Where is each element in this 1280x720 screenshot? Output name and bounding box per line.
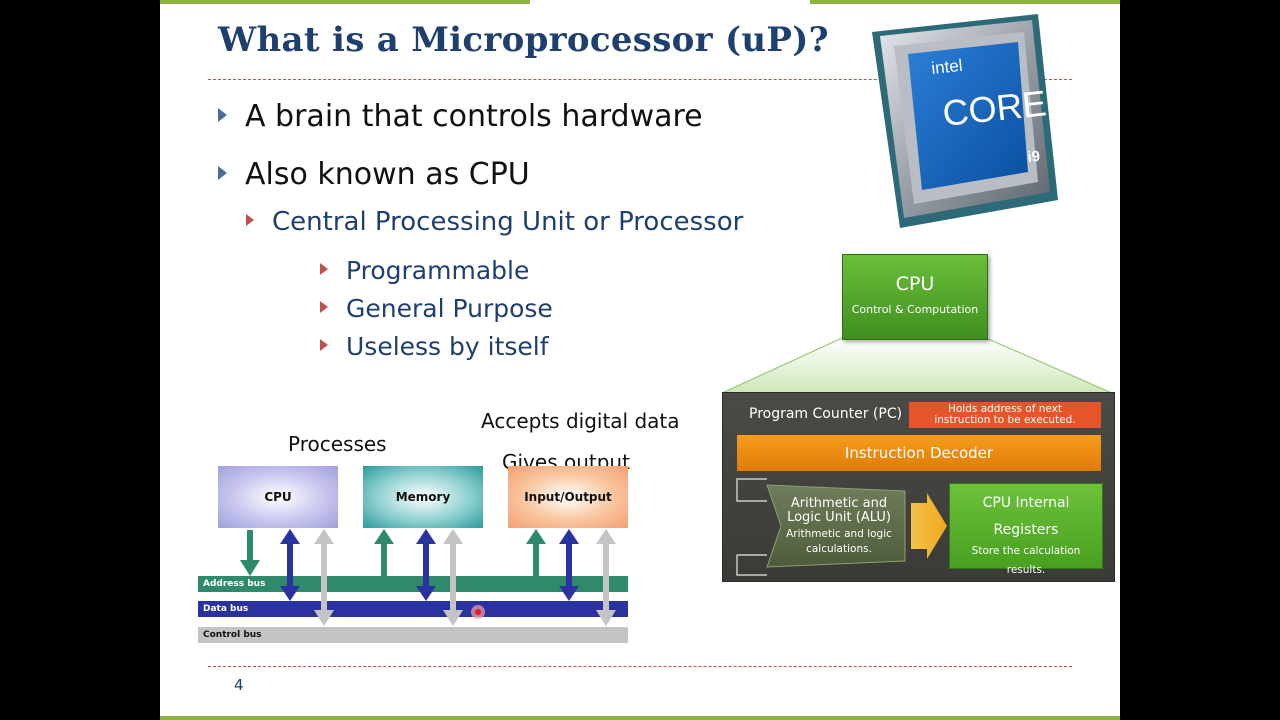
chip-brand-text: intel <box>930 56 963 78</box>
memory-control-arrow <box>443 529 463 626</box>
page-number: 4 <box>234 676 244 694</box>
bullet-triangle-icon <box>320 339 328 351</box>
io-control-arrow <box>596 529 616 626</box>
cpu-box-title: CPU <box>895 273 935 295</box>
memory-address-arrow <box>374 529 394 576</box>
io-data-arrow <box>559 529 579 601</box>
label-processes: Processes <box>288 432 387 456</box>
bullet-triangle-icon <box>246 213 254 226</box>
alu-unit: Arithmetic and Logic Unit (ALU) Arithmet… <box>786 496 892 555</box>
bus-box-input-output: Input/Output <box>508 466 628 528</box>
cpu-block-diagram: CPU Control & Computation Program Counte… <box>720 250 1115 585</box>
title-divider <box>208 79 1072 80</box>
cursor-pointer-icon <box>471 605 485 619</box>
bus-arrows <box>240 529 616 626</box>
instruction-decoder: Instruction Decoder <box>737 435 1101 471</box>
label-accepts-digital-data: Accepts digital data <box>481 409 680 433</box>
chip-tier-text: i9 <box>1027 148 1041 166</box>
slide: What is a Microprocessor (uP)? A brain t… <box>160 0 1120 720</box>
bus-box-memory: Memory <box>363 466 483 528</box>
address-bus: Address bus <box>198 576 628 592</box>
program-counter-note: Holds address of next instruction to be … <box>909 402 1101 428</box>
cpu-box: CPU Control & Computation <box>842 254 988 340</box>
top-accent-bar-right <box>810 0 1120 4</box>
bullet-triangle-icon <box>320 263 328 275</box>
top-accent-bar-left <box>160 0 530 4</box>
cpu-address-arrow <box>240 530 260 576</box>
bus-box-cpu: CPU <box>218 466 338 528</box>
io-address-arrow <box>526 529 546 576</box>
data-bus: Data bus <box>198 601 628 617</box>
sub-bullet-1: Central Processing Unit or Processor <box>246 207 743 237</box>
system-bus-diagram: CPU Memory Input/Output Address bus Data… <box>198 466 630 646</box>
memory-data-arrow <box>416 529 436 601</box>
cpu-internals-panel: Program Counter (PC) Holds address of ne… <box>722 392 1115 582</box>
bullet-triangle-icon <box>218 165 227 180</box>
intel-core-i9-chip-image: intel CORE i9 <box>872 14 1058 228</box>
cpu-box-subtitle: Control & Computation <box>851 303 979 316</box>
bullet-triangle-icon <box>320 301 328 313</box>
sub-sub-bullet-3: Useless by itself <box>320 332 549 361</box>
bottom-accent-bar <box>160 716 1120 720</box>
cpu-data-arrow <box>280 529 300 601</box>
sub-sub-bullet-1: Programmable <box>320 256 529 285</box>
alu-shape <box>736 478 947 576</box>
bullet-2: Also known as CPU <box>218 157 530 192</box>
sub-sub-bullet-2: General Purpose <box>320 294 553 323</box>
slide-title: What is a Microprocessor (uP)? <box>218 20 829 60</box>
control-bus: Control bus <box>198 627 628 643</box>
program-counter-label: Program Counter (PC) <box>749 406 903 422</box>
bullet-triangle-icon <box>218 107 227 122</box>
cpu-control-arrow <box>314 529 334 626</box>
cpu-internal-registers: CPU Internal Registers Store the calcula… <box>949 483 1103 576</box>
bullet-1: A brain that controls hardware <box>218 99 703 134</box>
footer-divider <box>208 666 1072 667</box>
